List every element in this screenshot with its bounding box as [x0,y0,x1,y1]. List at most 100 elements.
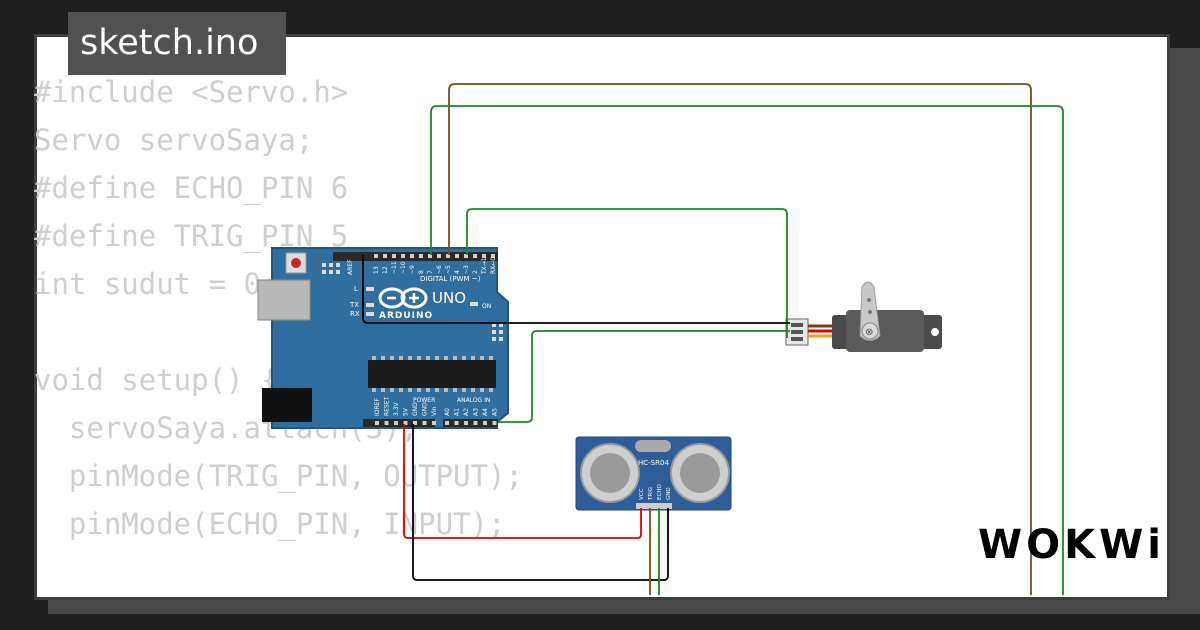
power-pin-label: IOREF [374,398,381,416]
power-pin-label: 3.3V [393,401,400,416]
file-tab[interactable]: sketch.ino [68,12,286,75]
code-preview: #include <Servo.h>Servo servoSaya;#defin… [34,68,523,548]
chip-leg [381,356,385,360]
analog-pin[interactable] [483,421,487,425]
chip-leg [453,356,457,360]
digital-pin[interactable] [401,254,405,258]
digital-pin-label: 12 [382,266,389,274]
l-led-label: L [354,285,358,293]
digital-pin[interactable] [383,254,387,258]
chip-leg [390,356,394,360]
reset-button-cap [291,258,301,268]
digital-pin[interactable] [392,254,396,258]
analog-pin[interactable] [454,421,459,425]
power-pin[interactable] [422,421,427,425]
digital-pin-label: TX→1 [481,257,488,275]
code-line: void setup() { [34,363,279,397]
digital-pin-label: 13 [373,266,380,274]
digital-pin-label: 7 [427,270,434,274]
power-pin[interactable] [403,421,408,425]
power-jack [262,388,312,422]
power-pin-label: GND [412,402,419,416]
chip-leg [444,356,448,360]
digital-pin[interactable] [482,254,486,258]
analog-pin-label: A2 [463,408,470,416]
wire-black-servo [362,255,790,324]
chip-leg [372,356,376,360]
digital-header [333,252,498,261]
chip-leg [426,356,430,360]
digital-pin-label: 4 [454,270,461,274]
analog-pin-label: A5 [492,408,499,416]
chip-leg [462,388,466,392]
analog-pin[interactable] [473,421,478,425]
chip-leg [408,388,412,392]
wokwi-logo: WOKWi [978,522,1165,568]
chip-leg [471,356,475,360]
chip-leg [390,388,394,392]
digital-pin-label: ~11 [391,261,398,274]
digital-pin[interactable] [491,254,495,258]
digital-pin[interactable] [437,254,441,258]
sensor-crystal [635,440,671,452]
usb-port [257,279,311,321]
chip-leg [417,388,421,392]
analog-pin[interactable] [464,421,468,425]
microcontroller-chip [368,360,496,388]
wire-red-vcc [403,424,642,539]
power-label: POWER [413,397,435,404]
digital-pin[interactable] [374,254,378,258]
digital-pin[interactable] [464,254,468,258]
digital-pin[interactable] [419,254,423,258]
digital-pin-label: ~3 [463,265,470,274]
chip-leg [453,388,457,392]
wires [362,83,1064,595]
arduino-logo-icon [378,287,428,309]
board-model: UNO [432,289,466,307]
power-pin-label: GND [422,402,429,416]
power-pin[interactable] [384,421,389,425]
code-line: #define ECHO_PIN 6 [34,171,349,205]
board-brand: ARDUINO [379,311,433,321]
chip-leg [444,388,448,392]
power-pin-label: Vin [431,406,438,416]
power-pin[interactable] [432,421,436,425]
digital-pin[interactable] [410,254,414,258]
digital-pin-label: ~5 [445,265,452,274]
power-header [363,419,435,427]
code-line: #define TRIG_PIN 5 [34,219,349,253]
chip-leg [381,388,385,392]
power-pin[interactable] [413,421,417,425]
chip-leg [399,356,403,360]
chip-leg [408,356,412,360]
chip-leg [372,388,376,392]
servo-motor[interactable]: ⊗ [785,281,942,352]
digital-pin[interactable] [446,254,450,258]
code-line: #include <Servo.h> [34,75,349,109]
svg-text:⊗: ⊗ [865,327,873,338]
sensor-pin-label: GND [666,487,672,500]
wire-green-vcc [498,330,790,423]
analog-pin-label: A0 [444,408,451,416]
chip-leg [435,356,439,360]
aref-label: AREF [347,259,354,275]
digital-pin[interactable] [473,254,477,258]
analog-pin[interactable] [445,421,449,425]
digital-pin[interactable] [428,254,432,258]
analog-pin-label: A1 [454,408,461,416]
power-pin[interactable] [394,421,398,425]
wire-green-long [430,105,1064,595]
wire-green-servo [466,208,788,338]
power-pin[interactable] [375,421,379,425]
chip-leg [489,388,493,392]
analog-pin[interactable] [492,421,497,425]
power-pin-label: RESET [384,396,391,416]
power-pin-label: 5V [403,407,410,416]
digital-pin-label: ~9 [409,265,416,274]
digital-pin[interactable] [455,254,459,258]
sensor-model: HC-SR04 [638,459,669,467]
rx-led-label: RX [350,310,360,318]
chip-leg [471,388,475,392]
